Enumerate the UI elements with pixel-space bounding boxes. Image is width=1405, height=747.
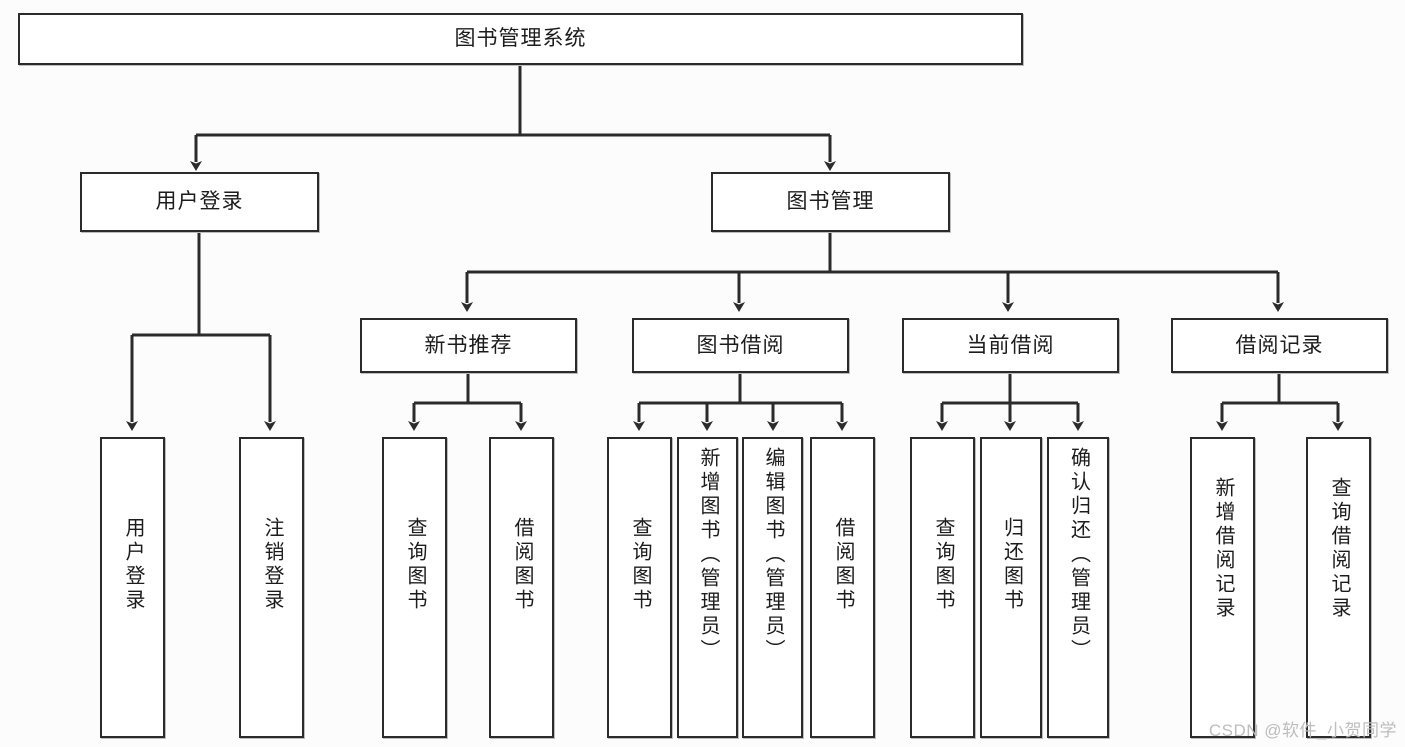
leaf-query-book-borrow-label: 查询图书 [629, 517, 651, 613]
leaf-confirm-return-admin-label: 确认归还（管理员） [1067, 447, 1090, 663]
node-root-label: 图书管理系统 [454, 27, 587, 51]
leaf-borrow-book-rec-label: 借阅图书 [511, 517, 533, 613]
leaf-add-borrow-record-label: 新增借阅记录 [1212, 477, 1234, 621]
leaf-user-login-label: 用户登录 [122, 517, 144, 613]
leaf-query-book-rec-label: 查询图书 [404, 517, 426, 613]
node-new-book-recommend-label: 新书推荐 [424, 333, 513, 357]
leaf-edit-book-admin[interactable]: 编辑图书（管理员） [742, 437, 803, 738]
leaf-query-borrow-record[interactable]: 查询借阅记录 [1306, 437, 1371, 738]
leaf-confirm-return-admin[interactable]: 确认归还（管理员） [1047, 437, 1109, 738]
node-book-management-label: 图书管理 [786, 190, 875, 214]
node-current-borrow[interactable]: 当前借阅 [902, 318, 1119, 373]
node-new-book-recommend[interactable]: 新书推荐 [360, 318, 577, 373]
leaf-query-book-current[interactable]: 查询图书 [910, 437, 975, 738]
leaf-query-borrow-record-label: 查询借阅记录 [1328, 477, 1350, 621]
node-borrow-record[interactable]: 借阅记录 [1171, 318, 1388, 373]
leaf-add-book-admin[interactable]: 新增图书（管理员） [677, 437, 738, 738]
node-user-login[interactable]: 用户登录 [80, 172, 319, 232]
leaf-borrow-book-borrow[interactable]: 借阅图书 [810, 437, 875, 738]
node-root[interactable]: 图书管理系统 [18, 13, 1023, 65]
leaf-return-book-label: 归还图书 [1000, 517, 1023, 613]
node-book-borrow[interactable]: 图书借阅 [632, 318, 849, 373]
node-book-management[interactable]: 图书管理 [711, 172, 950, 232]
leaf-add-borrow-record[interactable]: 新增借阅记录 [1190, 437, 1255, 738]
leaf-query-book-rec[interactable]: 查询图书 [382, 437, 447, 738]
leaf-user-login[interactable]: 用户登录 [100, 437, 165, 738]
node-current-borrow-label: 当前借阅 [966, 333, 1055, 357]
leaf-return-book[interactable]: 归还图书 [980, 437, 1042, 738]
leaf-borrow-book-rec[interactable]: 借阅图书 [489, 437, 554, 738]
node-book-borrow-label: 图书借阅 [696, 333, 785, 357]
csdn-watermark: CSDN @软件_小贺同学 [1208, 721, 1397, 740]
leaf-query-book-current-label: 查询图书 [932, 517, 954, 613]
leaf-add-book-admin-label: 新增图书（管理员） [697, 447, 719, 663]
leaf-query-book-borrow[interactable]: 查询图书 [607, 437, 672, 738]
leaf-logout-label: 注销登录 [261, 517, 283, 613]
leaf-logout[interactable]: 注销登录 [239, 437, 304, 738]
node-user-login-label: 用户登录 [155, 190, 244, 214]
leaf-borrow-book-borrow-label: 借阅图书 [832, 517, 854, 613]
leaf-edit-book-admin-label: 编辑图书（管理员） [762, 447, 784, 663]
node-borrow-record-label: 借阅记录 [1235, 333, 1324, 357]
